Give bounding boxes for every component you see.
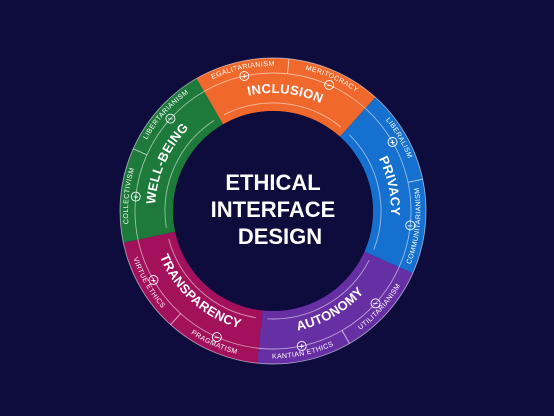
ring-outer-edge: [119, 57, 427, 365]
minus-marker-icon: −: [405, 220, 416, 231]
segment-inner-arc: [164, 120, 215, 228]
segment-divider-arc: [365, 108, 412, 268]
plus-marker-icon: +: [130, 191, 141, 202]
segment-divider-tick: [407, 178, 423, 183]
svg-text:+: +: [151, 276, 157, 284]
segment-divider-tick: [341, 330, 350, 344]
svg-text:+: +: [299, 342, 305, 350]
svg-text:+: +: [390, 138, 396, 146]
segment-divider-tick: [170, 313, 181, 326]
segment-inner-arc: [267, 259, 370, 320]
segment-inner-arc: [349, 134, 382, 250]
segment-divider-arc: [137, 239, 259, 349]
svg-text:+: +: [241, 72, 247, 80]
plus-marker-icon: +: [239, 71, 250, 81]
minus-marker-icon: −: [324, 79, 335, 90]
plus-marker-icon: +: [387, 137, 398, 147]
center-title-line-3: DESIGN: [238, 224, 322, 249]
plus-marker-icon: +: [296, 341, 307, 351]
center-title: ETHICAL INTERFACE DESIGN: [211, 170, 336, 249]
segment-well-being: [120, 78, 223, 243]
svg-text:−: −: [168, 115, 174, 123]
segment-transparency: [123, 231, 263, 364]
minus-marker-icon: −: [370, 298, 381, 309]
segment-inclusion: [196, 57, 376, 137]
segment-divider-arc: [134, 91, 205, 240]
svg-text:−: −: [326, 81, 332, 89]
segment-autonomy: [257, 251, 413, 364]
segment-privacy: [339, 97, 426, 274]
segment-inner-arc: [223, 102, 342, 128]
segment-divider-arc: [258, 266, 400, 350]
segment-divider-tick: [286, 58, 290, 74]
svg-text:−: −: [214, 333, 220, 341]
center-title-line-1: ETHICAL: [225, 170, 320, 195]
minus-marker-icon: −: [211, 332, 222, 343]
plus-marker-icon: +: [148, 275, 159, 285]
minus-marker-icon: −: [165, 113, 176, 124]
segment-divider-tick: [133, 148, 148, 156]
center-title-line-2: INTERFACE: [211, 197, 336, 222]
svg-text:+: +: [133, 193, 139, 201]
svg-text:−: −: [407, 222, 413, 230]
ring-center-disc: [173, 111, 373, 311]
svg-text:−: −: [373, 300, 379, 308]
segment-inner-arc: [168, 238, 257, 319]
